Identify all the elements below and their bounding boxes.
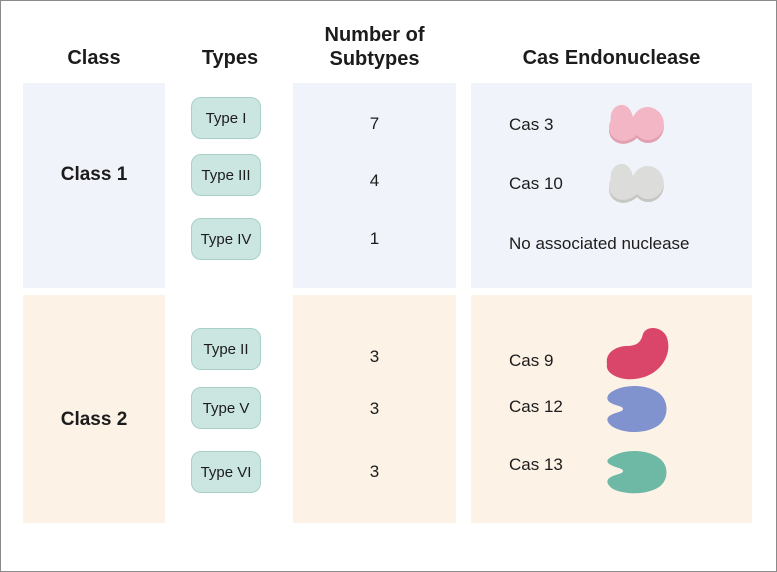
type-pill-label: Type IV [200, 230, 252, 248]
class-label-class2: Class 2 [60, 409, 128, 430]
type-pill-label: Type V [202, 399, 250, 417]
type-pill-type-vi[interactable]: Type VI [191, 451, 261, 493]
subtype-count-type-iv: 1 [369, 229, 380, 248]
type-pill-type-v[interactable]: Type V [191, 387, 261, 429]
cas-12-protein-icon [599, 383, 671, 440]
cas-label-cas-3: Cas 3 [509, 115, 554, 134]
cas-label-cas-10: Cas 10 [509, 174, 563, 193]
cas-label-cas-12: Cas 12 [509, 397, 563, 416]
cas-label-cas-9: Cas 9 [509, 351, 554, 370]
subtype-count-type-v: 3 [369, 399, 380, 418]
type-pill-type-i[interactable]: Type I [191, 97, 261, 139]
type-pill-type-iv[interactable]: Type IV [191, 218, 261, 260]
subtype-count-type-vi: 3 [369, 462, 380, 481]
type-pill-label: Type VI [200, 463, 252, 481]
type-pill-label: Type I [205, 109, 247, 127]
cas-label-no-associated-nuclease: No associated nuclease [509, 234, 690, 253]
cas-3-protein-icon [599, 101, 671, 156]
type-pill-type-ii[interactable]: Type II [191, 328, 261, 370]
type-pill-label: Type III [201, 166, 251, 184]
class2-subtypes-panel [293, 295, 456, 523]
type-pill-type-iii[interactable]: Type III [191, 154, 261, 196]
subtype-count-type-iii: 4 [369, 171, 380, 190]
class1-subtypes-panel [293, 83, 456, 288]
cas-label-cas-13: Cas 13 [509, 455, 563, 474]
cas-9-protein-icon [599, 326, 671, 389]
subtype-count-type-i: 7 [369, 114, 380, 133]
class1-class-panel [23, 83, 165, 288]
column-header-subtypes-line1: Number of [324, 24, 425, 46]
subtype-count-type-ii: 3 [369, 347, 380, 366]
cas-13-protein-icon [599, 446, 671, 503]
class-label-class1: Class 1 [60, 164, 128, 185]
column-header-types: Types [201, 47, 259, 69]
column-header-class: Class [67, 47, 121, 69]
column-header-number-of-subtypes: Number of Subtypes [293, 23, 456, 71]
column-header-subtypes-line2: Subtypes [329, 48, 420, 70]
class2-class-panel [23, 295, 165, 523]
column-header-cas-endonuclease: Cas Endonuclease [522, 47, 701, 69]
type-pill-label: Type II [203, 340, 249, 358]
cas-10-protein-icon [599, 160, 671, 215]
